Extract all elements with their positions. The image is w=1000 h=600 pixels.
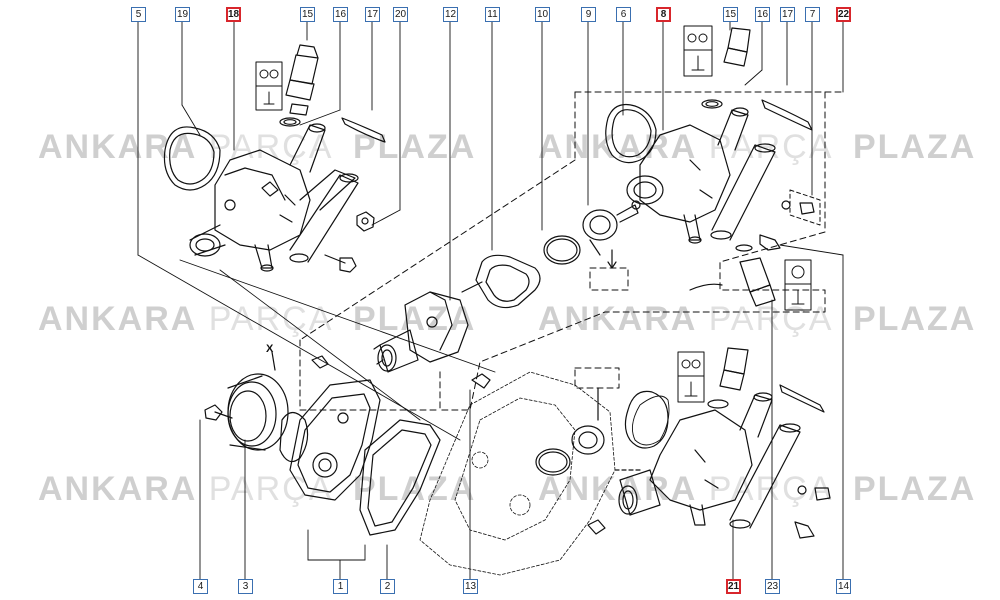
bolt-washer-bottom — [587, 485, 831, 539]
water-pump-1 — [289, 355, 381, 501]
bolt-left — [324, 254, 357, 273]
watermark-word: PARÇA — [208, 470, 332, 508]
callout-11[interactable]: 11 — [485, 7, 500, 22]
callout-16-right[interactable]: 16 — [755, 7, 770, 22]
callout-7[interactable]: 7 — [805, 7, 820, 22]
watermark-word: PARÇA — [208, 128, 332, 166]
watermark-top-left: ANKARA PARÇA PLAZA — [38, 128, 476, 167]
callout-14[interactable]: 14 — [836, 579, 851, 594]
temperature-sensor-bottom — [707, 347, 749, 409]
watermark-word: ANKARA — [538, 470, 698, 508]
watermark-word: ANKARA — [38, 128, 198, 166]
sensor-icon-box-left — [255, 61, 283, 111]
callout-21[interactable]: 21 — [726, 579, 741, 594]
callout-4[interactable]: 4 — [193, 579, 208, 594]
bolt-4 — [204, 404, 233, 421]
engine-block — [419, 371, 616, 576]
bracket-clip-right — [761, 99, 813, 131]
gasket-11 — [461, 254, 541, 309]
callout-15-right[interactable]: 15 — [723, 7, 738, 22]
watermark-bottom-right: ANKARA PARÇA PLAZA — [538, 470, 976, 509]
watermark-word: PLAZA — [852, 300, 977, 338]
callout-19[interactable]: 19 — [175, 7, 190, 22]
sensor-icon-box-right — [683, 25, 713, 77]
callout-10[interactable]: 10 — [535, 7, 550, 22]
callout-1[interactable]: 1 — [333, 579, 348, 594]
callout-17-left[interactable]: 17 — [365, 7, 380, 22]
dashed-assembly-outline — [299, 91, 846, 411]
temperature-sensor-right-bottom — [689, 244, 776, 307]
watermark-bottom-left: ANKARA PARÇA PLAZA — [38, 470, 476, 509]
callout-20[interactable]: 20 — [393, 7, 408, 22]
watermark-top-right: ANKARA PARÇA PLAZA — [538, 128, 976, 167]
thermostat-housing-left — [163, 123, 359, 272]
callout-3[interactable]: 3 — [238, 579, 253, 594]
nut-left — [356, 211, 375, 232]
callout-6[interactable]: 6 — [616, 7, 631, 22]
pump-seal-ring — [279, 411, 309, 463]
watermark-word: PLAZA — [352, 300, 477, 338]
watermark-word: PLAZA — [852, 128, 977, 166]
temperature-sensor-left — [279, 44, 319, 127]
watermark-word: PLAZA — [352, 128, 477, 166]
thermostat-housing-right — [605, 103, 776, 244]
callout-8[interactable]: 8 — [656, 7, 671, 22]
watermark-word: PLAZA — [352, 470, 477, 508]
pump-pulley-3 — [227, 351, 289, 451]
leader-lines — [137, 21, 844, 583]
watermark-mid-right: ANKARA PARÇA PLAZA — [538, 300, 976, 339]
callout-13[interactable]: 13 — [463, 579, 478, 594]
watermark-word: ANKARA — [538, 300, 698, 338]
callout-16-left[interactable]: 16 — [333, 7, 348, 22]
water-outlet-12 — [373, 291, 469, 373]
bolt-13 — [471, 373, 491, 389]
pump-gasket-2 — [359, 419, 441, 536]
cross-leaders — [179, 259, 496, 421]
callout-15-left[interactable]: 15 — [300, 7, 315, 22]
sensor-icon-box-bottom — [677, 351, 705, 403]
bracket-clip-bottom — [779, 384, 825, 413]
bolt-washer-set-right — [789, 189, 821, 226]
temperature-sensor-right-top — [701, 27, 751, 109]
callout-23[interactable]: 23 — [765, 579, 780, 594]
sensor-icon-box-right-bottom — [784, 259, 812, 311]
callout-17-right[interactable]: 17 — [780, 7, 795, 22]
thermostat-bottom — [535, 387, 670, 476]
callout-18[interactable]: 18 — [226, 7, 241, 22]
callout-2[interactable]: 2 — [380, 579, 395, 594]
o-ring-10 — [543, 235, 581, 265]
callout-22[interactable]: 22 — [836, 7, 851, 22]
bolt-washer-right — [759, 200, 815, 251]
watermark-word: ANKARA — [38, 470, 198, 508]
marker-x-label: X — [266, 343, 274, 355]
thermostat-housing-bottom-right — [614, 390, 801, 529]
callout-12[interactable]: 12 — [443, 7, 458, 22]
watermark-word: PARÇA — [708, 128, 832, 166]
watermark-word: ANKARA — [538, 128, 698, 166]
thermostat-9 — [582, 204, 639, 269]
watermark-word: ANKARA — [38, 300, 198, 338]
callout-9[interactable]: 9 — [581, 7, 596, 22]
watermark-word: PLAZA — [852, 470, 977, 508]
callout-5[interactable]: 5 — [131, 7, 146, 22]
watermark-word: PARÇA — [708, 300, 832, 338]
bracket-clip-left — [341, 117, 386, 143]
